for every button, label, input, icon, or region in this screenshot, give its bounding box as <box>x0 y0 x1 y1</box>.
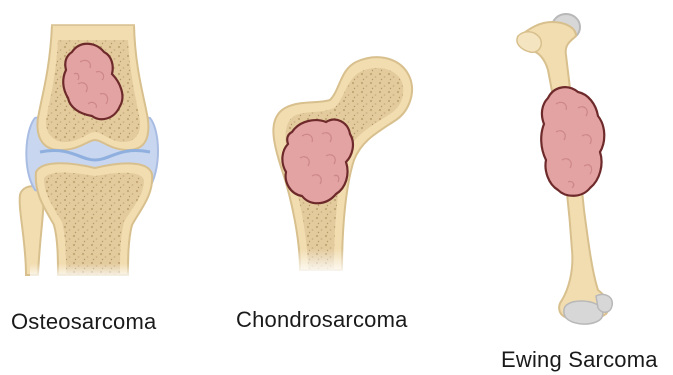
osteosarcoma-knee <box>20 20 160 280</box>
osteosarcoma-label: Osteosarcoma <box>11 309 156 335</box>
chondrosarcoma-label: Chondrosarcoma <box>236 307 408 333</box>
chondrosarcoma-femur <box>273 57 412 275</box>
ewing-sarcoma-tumor <box>541 87 604 196</box>
ewing-sarcoma-label: Ewing Sarcoma <box>501 347 658 373</box>
ewing-sarcoma-bone <box>517 14 612 324</box>
